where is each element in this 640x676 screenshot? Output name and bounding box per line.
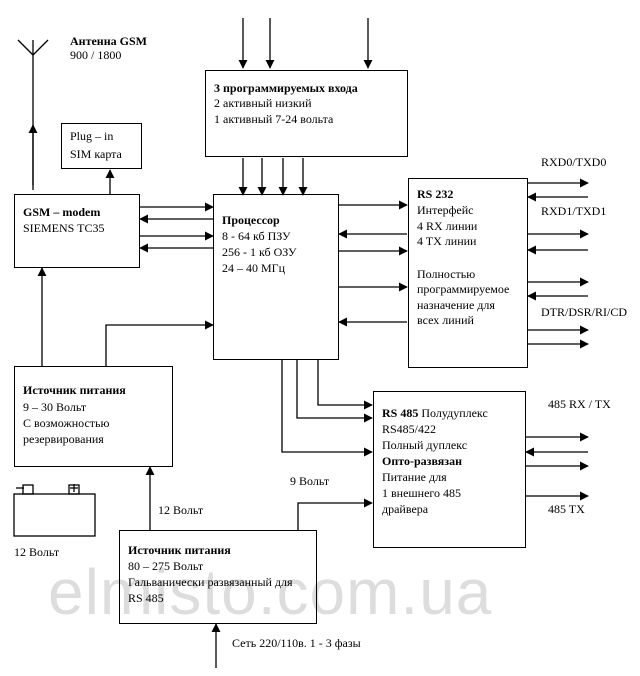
- cpu-title: Процессор: [222, 213, 280, 227]
- rs485-block: RS 485 Полудуплекс RS485/422 Полный дупл…: [373, 391, 526, 548]
- psu2-line2: Гальванически развязанный для: [128, 575, 293, 589]
- battery-icon: [13, 484, 96, 537]
- rs485-line3: Опто-развязан: [382, 454, 463, 468]
- battery-label: 12 Вольт: [14, 545, 60, 559]
- sim-line2: SIM карта: [70, 147, 122, 161]
- cpu-rs485-arrow: [281, 360, 373, 457]
- label-12-volt: 12 Вольт: [158, 503, 204, 517]
- rs485-line5: 1 внешнего 485: [382, 486, 462, 500]
- inputs-line1: 2 активный низкий: [214, 96, 312, 110]
- programmable-inputs-block: 3 программируемых входа 2 активный низки…: [205, 70, 408, 157]
- processor-block: Процессор 8 - 64 кб ПЗУ 256 - 1 кб ОЗУ 2…: [213, 194, 339, 360]
- cpu-line1: 8 - 64 кб ПЗУ: [222, 229, 291, 243]
- rs232-line5: программируемое: [417, 282, 510, 296]
- rs232-line1: Интерфейс: [417, 203, 474, 217]
- signal-rxd1: RXD1/TXD1: [541, 204, 607, 218]
- rs485-line4: Питание для: [382, 470, 447, 484]
- rs232-title: RS 232: [417, 187, 454, 201]
- gsm-modem-block: GSM – modem SIEMENS TC35: [14, 194, 140, 268]
- rs485-line2: Полный дуплекс: [382, 438, 468, 452]
- psu1-line3: резервирования: [23, 432, 104, 446]
- power-supply-80-275-block: Источник питания 80 – 275 Вольт Гальвани…: [119, 530, 317, 624]
- cpu-line3: 24 – 40 МГц: [222, 261, 286, 275]
- psu1-line1: 9 – 30 Вольт: [23, 400, 87, 414]
- signal-485-tx: 485 TX: [548, 502, 585, 516]
- label-9-volt: 9 Вольт: [290, 474, 330, 488]
- signal-rxd0: RXD0/TXD0: [541, 155, 607, 169]
- psu-cpu-arrow: [105, 320, 214, 366]
- watermark: elmisto.com.ua: [48, 556, 493, 628]
- sim-card-block: Plug – in SIM карта: [61, 123, 142, 169]
- cpu-rs485-arrow: [296, 360, 373, 423]
- cpu-line2: 256 - 1 кб ОЗУ: [222, 245, 297, 259]
- psu2-line1: 80 – 275 Вольт: [128, 559, 204, 573]
- signal-dtr: DTR/DSR/RI/CD: [541, 305, 628, 319]
- inputs-title: 3 программируемых входа: [214, 81, 358, 95]
- rs232-line6: назначение для: [417, 298, 495, 312]
- rs232-line4: Полностью: [417, 267, 476, 281]
- rs485-title-line: RS 485 Полудуплекс: [382, 406, 488, 420]
- psu2-line3: RS 485: [128, 591, 164, 605]
- rs232-line7: всех линий: [417, 313, 474, 327]
- cpu-rs485-arrow: [317, 360, 373, 410]
- rs485-title-rest: Полудуплекс: [418, 406, 488, 420]
- rs232-line3: 4 TX линии: [417, 234, 477, 248]
- mains-label: Сеть 220/110в. 1 - 3 фазы: [232, 636, 361, 650]
- rs485-line6: драйвера: [382, 502, 429, 516]
- gsm-title: GSM – modem: [23, 205, 101, 219]
- rs232-line2: 4 RX линии: [417, 219, 478, 233]
- sim-line1: Plug – in: [70, 129, 114, 143]
- rs485-title: RS 485: [382, 406, 419, 420]
- power-supply-9-30-block: Источник питания 9 – 30 Вольт С возможно…: [14, 366, 173, 467]
- psu1-line2: С возможностью: [23, 416, 110, 430]
- psu1-title: Источник питания: [23, 383, 126, 397]
- rs485-line1: RS485/422: [382, 422, 437, 436]
- psu2-rs485-arrow: [297, 498, 373, 530]
- antenna-bands: 900 / 1800: [70, 48, 122, 62]
- antenna-title: Антенна GSM: [70, 34, 147, 48]
- signal-485-rxtx: 485 RX / TX: [548, 397, 611, 411]
- rs232-block: RS 232 Интерфейс 4 RX линии 4 TX линии П…: [408, 178, 528, 368]
- inputs-line2: 1 активный 7-24 вольта: [214, 112, 334, 126]
- gsm-model: SIEMENS TC35: [23, 221, 105, 235]
- psu2-title: Источник питания: [128, 543, 231, 557]
